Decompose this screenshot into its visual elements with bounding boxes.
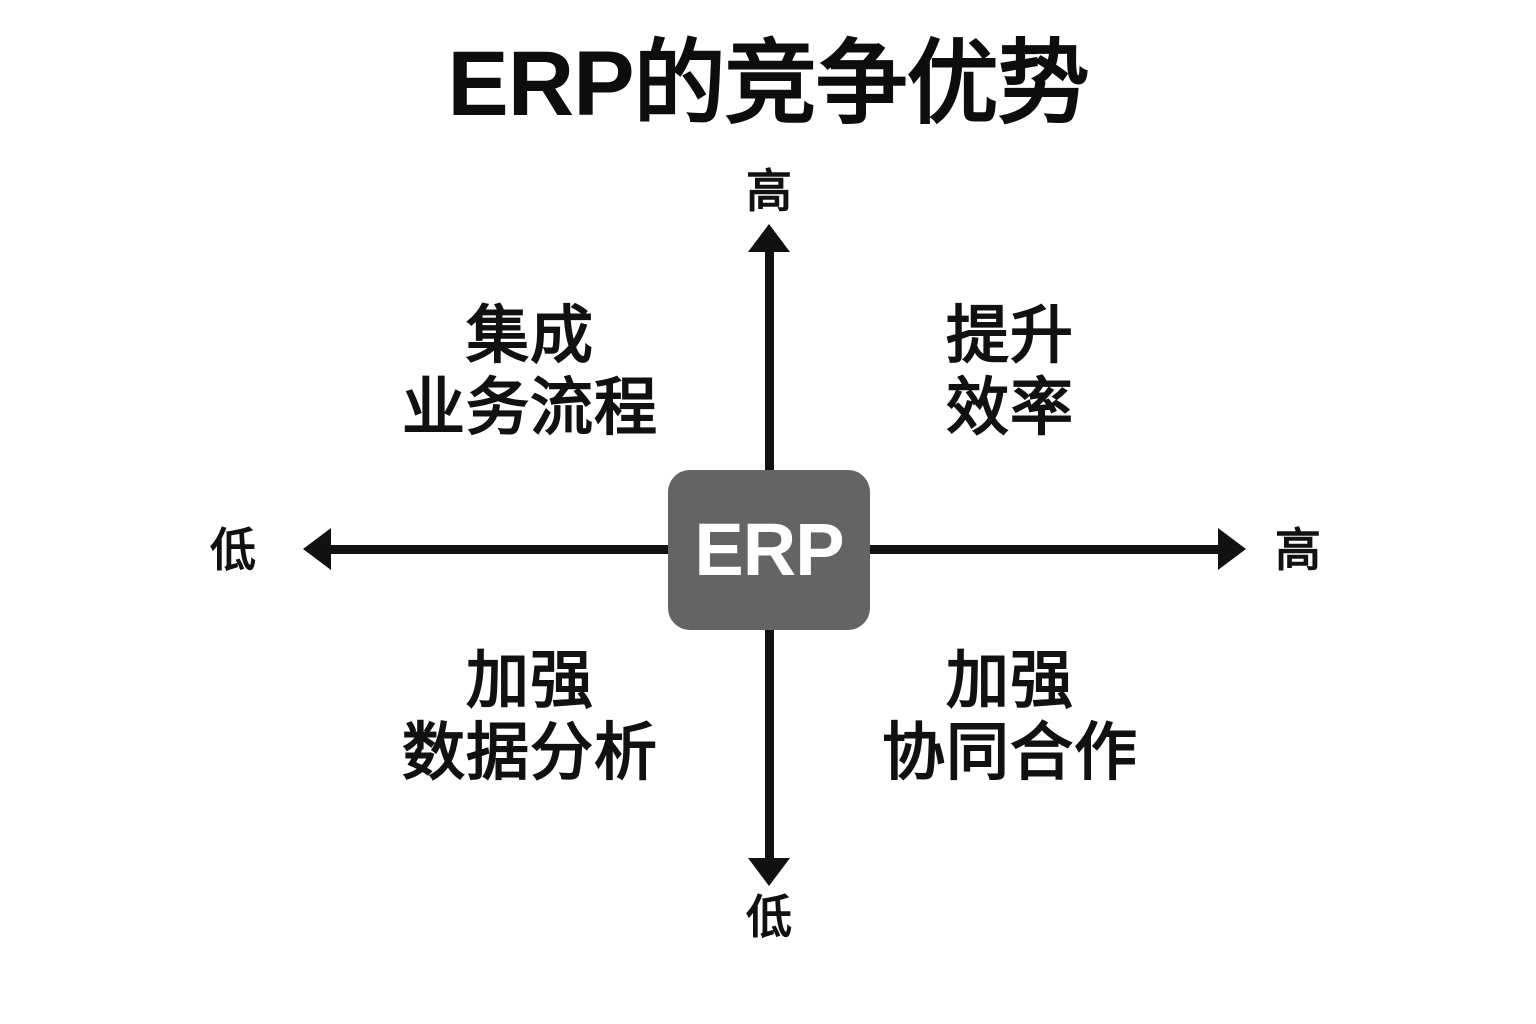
quadrant-top-left-line1: 集成 <box>466 301 594 371</box>
center-node-label: ERP <box>694 508 844 591</box>
quadrant-bottom-right: 加强 协同合作 <box>790 645 1230 789</box>
center-node-erp: ERP <box>668 470 870 630</box>
quadrant-top-right: 提升 效率 <box>790 300 1230 444</box>
vertical-axis-low-label: 低 <box>746 891 792 943</box>
arrow-up-icon <box>748 224 790 252</box>
horizontal-axis-high-label: 高 <box>1275 524 1321 576</box>
quadrant-top-left: 集成 业务流程 <box>310 300 750 444</box>
quadrant-bottom-right-line1: 加强 <box>946 646 1074 716</box>
quadrant-top-right-line2: 效率 <box>946 373 1074 443</box>
quadrant-bottom-right-line2: 协同合作 <box>882 718 1138 788</box>
arrow-right-icon <box>1218 528 1246 570</box>
arrow-down-icon <box>748 858 790 886</box>
quadrant-bottom-left-line2: 数据分析 <box>402 718 658 788</box>
vertical-axis-high-label: 高 <box>746 165 792 217</box>
arrow-left-icon <box>303 528 331 570</box>
quadrant-bottom-left: 加强 数据分析 <box>310 645 750 789</box>
quadrant-bottom-left-line1: 加强 <box>466 646 594 716</box>
horizontal-axis-low-label: 低 <box>210 524 256 576</box>
page-title: ERP的竞争优势 <box>447 33 1089 135</box>
quadrant-top-left-line2: 业务流程 <box>402 373 658 443</box>
quadrant-top-right-line1: 提升 <box>946 301 1074 371</box>
